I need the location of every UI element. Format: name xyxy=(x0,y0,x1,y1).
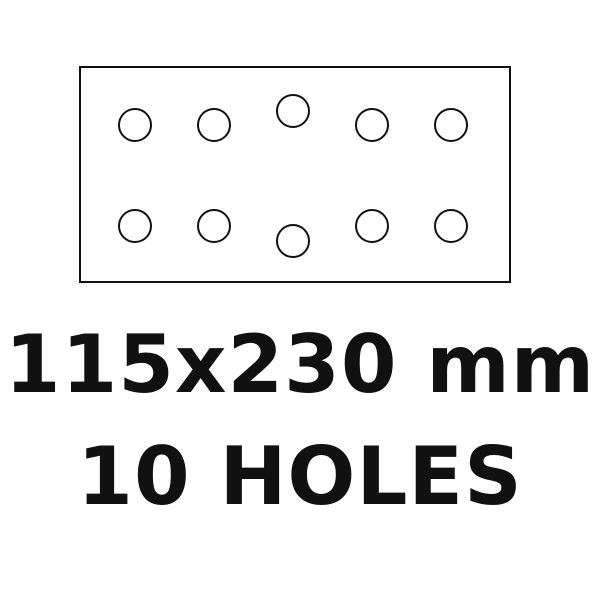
holes-label: 10 HOLES xyxy=(77,430,523,523)
hole xyxy=(118,108,152,142)
hole xyxy=(355,108,389,142)
sheet-outline xyxy=(79,66,511,283)
sanding-sheet-diagram xyxy=(79,66,511,283)
hole xyxy=(276,94,310,128)
hole xyxy=(197,209,231,243)
hole xyxy=(276,224,310,258)
hole xyxy=(434,108,468,142)
hole xyxy=(197,108,231,142)
hole xyxy=(118,209,152,243)
hole xyxy=(434,209,468,243)
hole xyxy=(355,209,389,243)
dimension-label: 115x230 mm xyxy=(4,318,596,411)
